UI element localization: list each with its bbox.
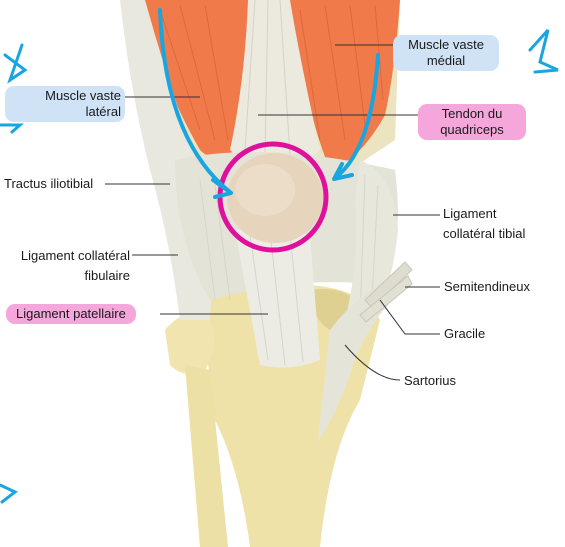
label-vaste-medial: Muscle vaste médial	[393, 35, 499, 71]
muscle-striations	[159, 4, 384, 141]
label-vaste-medial-line2: médial	[426, 53, 466, 68]
arrow-right-icon	[333, 53, 380, 180]
label-tendon-quadriceps-line1: Tendon du	[441, 106, 503, 121]
label-vaste-medial-line1: Muscle vaste	[408, 37, 484, 52]
label-gracile: Gracile	[444, 326, 486, 341]
label-ligament-patellaire: Ligament patellaire	[6, 304, 136, 324]
ligament-fibers	[199, 174, 379, 366]
semitendinosus-tendon	[364, 261, 413, 309]
label-vaste-lateral-line2: latéral	[85, 104, 121, 119]
label-sartorius: Sartorius	[404, 373, 457, 388]
label-lig-collat-tibial-line1: Ligament	[443, 206, 497, 221]
label-semitendineux: Semitendineux	[444, 279, 530, 294]
fibula-head	[165, 314, 214, 374]
label-vaste-lateral: Muscle vaste latéral	[5, 86, 125, 122]
label-tendon-quadriceps: Tendon du quadriceps	[418, 104, 526, 140]
label-lig-collat-fibulaire-line1: Ligament collatéral	[20, 248, 130, 263]
label-lig-collat-fibulaire-line2: fibulaire	[84, 268, 130, 283]
label-tractus-iliotibial: Tractus iliotibial	[4, 176, 94, 191]
arrow-left-icon	[158, 8, 232, 194]
vastus-medialis-muscle	[285, 0, 400, 170]
label-ligament-collateral-tibial: Ligament collatéral tibial	[443, 206, 525, 242]
label-ligament-collateral-fibulaire: Ligament collatéral fibulaire	[0, 248, 130, 284]
tendon-fibers	[244, 0, 291, 156]
label-tendon-quadriceps-line2: quadriceps	[440, 122, 504, 137]
sartorius-tendon	[318, 270, 410, 440]
scribble-marks	[0, 28, 559, 504]
fibula-shaft	[185, 365, 228, 547]
leader-lines	[105, 44, 440, 381]
label-vaste-lateral-line1: Muscle vaste	[45, 88, 121, 103]
annotation-arrows	[158, 8, 380, 199]
label-lig-collat-tibial-line2: collatéral tibial	[443, 226, 526, 241]
patella-shading	[235, 164, 295, 216]
vastus-lateralis-muscle	[140, 0, 250, 158]
gracilis-tendon	[359, 275, 413, 323]
